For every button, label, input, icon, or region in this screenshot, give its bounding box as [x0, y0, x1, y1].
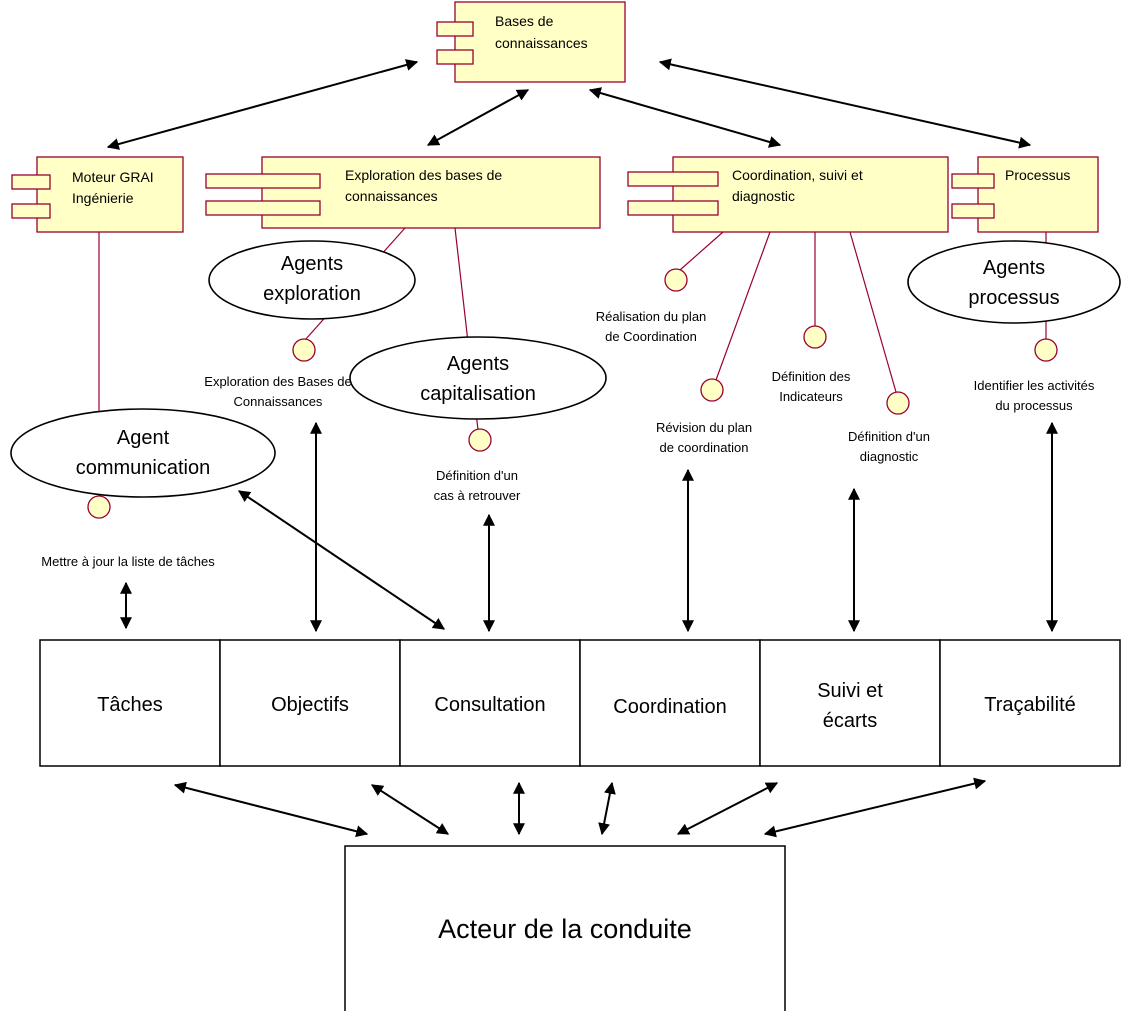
module-traceability-label: Traçabilité: [984, 694, 1076, 716]
module-objectives[interactable]: Objectifs: [219, 639, 401, 767]
interface-coord-plan-circle: [664, 268, 688, 292]
actor-label: Acteur de la conduite: [438, 914, 692, 944]
interface-update-tasks-label: Mettre à jour la liste de tâches: [41, 554, 215, 569]
interface-define-case-circle: [468, 428, 492, 452]
module-consultation-label: Consultation: [434, 694, 545, 716]
module-coordination[interactable]: Coordination: [579, 639, 761, 767]
actor-arrows: [173, 777, 987, 838]
module-consultation[interactable]: Consultation: [399, 639, 581, 767]
module-arrows: [120, 421, 1058, 633]
interface-update-tasks-circle: [87, 495, 111, 519]
module-tasks-label: Tâches: [97, 694, 163, 716]
interface-define-diagnostic-circle: [886, 391, 910, 415]
component-arrows: [106, 58, 1032, 150]
actor-box[interactable]: Acteur de la conduite: [344, 845, 786, 1011]
module-tasks[interactable]: Tâches: [39, 639, 221, 767]
interface-explore-kb-circle: [292, 338, 316, 362]
module-traceability[interactable]: Traçabilité: [939, 639, 1121, 767]
module-objectives-label: Objectifs: [271, 694, 349, 716]
interface-circles: [87, 268, 1058, 519]
interface-define-indicators-circle: [803, 325, 827, 349]
component-process[interactable]: Processus: [951, 156, 1099, 233]
component-process-label: Processus: [1005, 167, 1070, 183]
interface-identify-activities-circle: [1034, 338, 1058, 362]
module-coordination-label: Coordination: [613, 696, 726, 718]
interface-revise-plan-circle: [700, 378, 724, 402]
